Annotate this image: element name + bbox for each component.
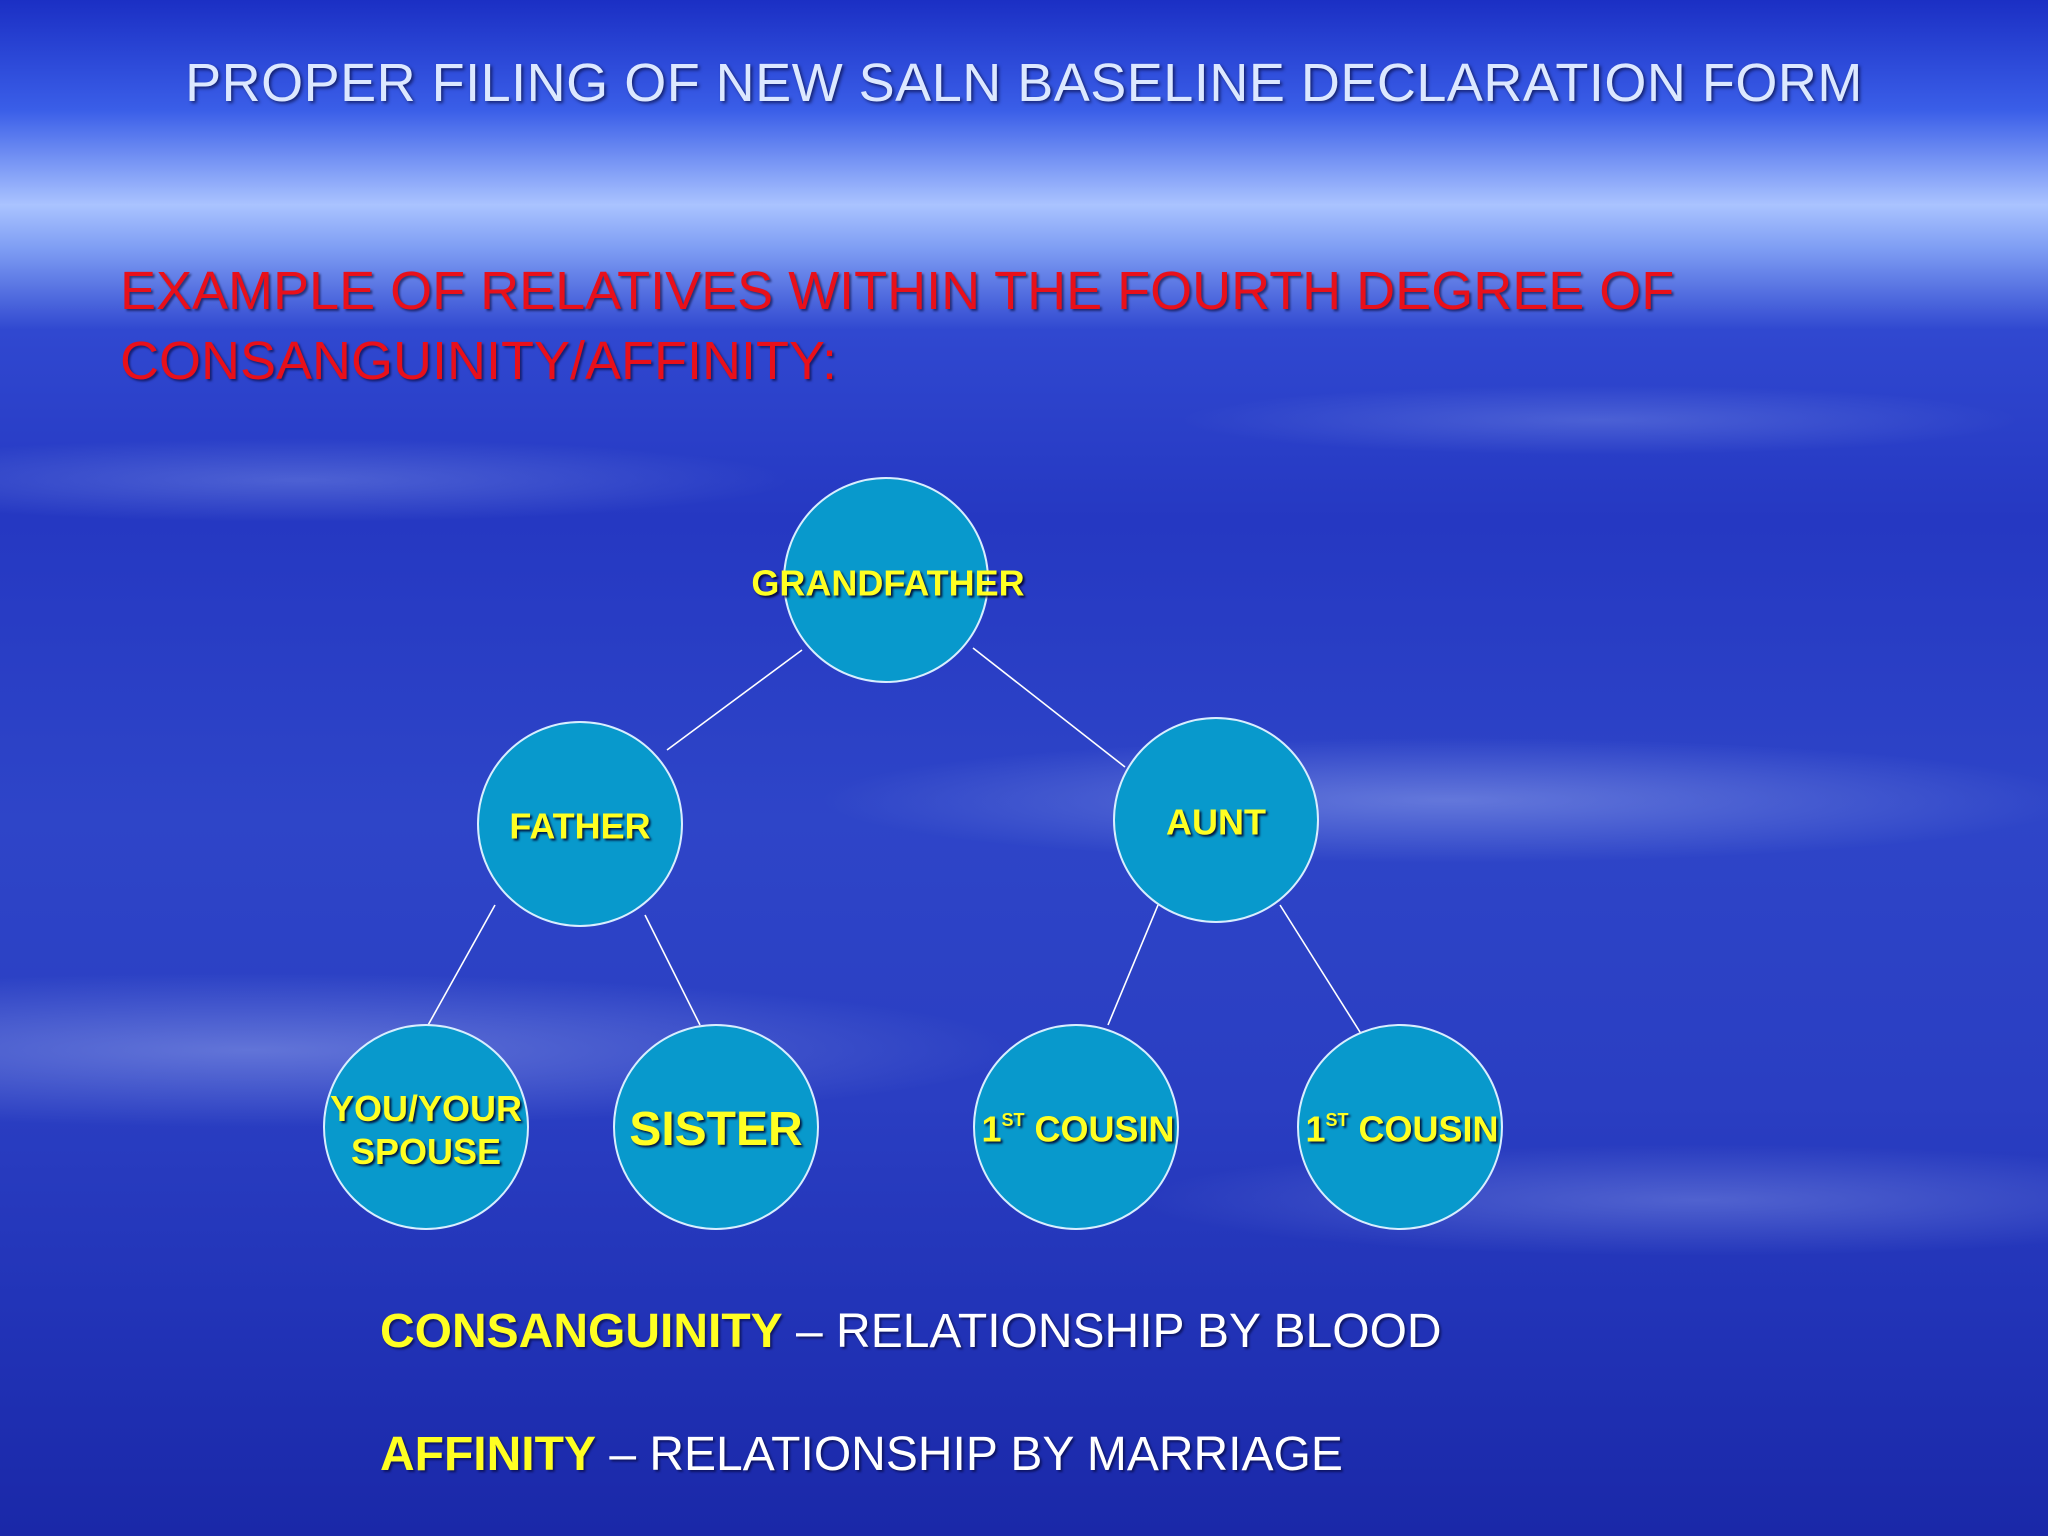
you-spouse-label-line-1: YOU/YOUR bbox=[329, 1087, 523, 1129]
father-label: FATHER bbox=[509, 805, 651, 847]
cousin-2-ordinal: 1 bbox=[1305, 1108, 1326, 1150]
cousin-2-label: 1ST COUSIN bbox=[1305, 1107, 1498, 1150]
subtitle-line-1: EXAMPLE OF RELATIVES WITHIN THE FOURTH D… bbox=[120, 261, 1675, 321]
node-cousin-2 bbox=[1297, 1024, 1503, 1230]
cousin-2-ordinal-suffix: ST bbox=[1325, 1110, 1349, 1131]
legend-consanguinity: CONSANGUINITY – RELATIONSHIP BY BLOOD bbox=[380, 1304, 1442, 1359]
node-grandfather bbox=[783, 477, 989, 683]
cousin-1-label: 1ST COUSIN bbox=[981, 1107, 1174, 1150]
grandfather-label: GRANDFATHER bbox=[751, 562, 1025, 604]
connector-grandfather-aunt bbox=[972, 647, 1126, 768]
node-cousin-1 bbox=[973, 1024, 1179, 1230]
connector-father-sister bbox=[644, 914, 701, 1026]
sister-label: SISTER bbox=[629, 1103, 803, 1157]
node-sister bbox=[613, 1024, 819, 1230]
subtitle-line-2: CONSANGUINITY/AFFINITY: bbox=[120, 331, 838, 391]
connector-father-you bbox=[426, 904, 496, 1028]
legend-affinity: AFFINITY – RELATIONSHIP BY MARRIAGE bbox=[380, 1427, 1343, 1482]
node-father bbox=[477, 721, 683, 927]
you-spouse-label-line-2: SPOUSE bbox=[350, 1131, 502, 1172]
cousin-1-ordinal-suffix: ST bbox=[1001, 1110, 1025, 1131]
cousin-1-ordinal: 1 bbox=[981, 1108, 1002, 1150]
consanguinity-definition: – RELATIONSHIP BY BLOOD bbox=[782, 1305, 1442, 1358]
node-aunt bbox=[1113, 717, 1319, 923]
connector-aunt-cousin2 bbox=[1279, 904, 1366, 1041]
aunt-label: AUNT bbox=[1166, 801, 1266, 843]
you-spouse-label: YOU/YOUR SPOUSE bbox=[330, 1087, 522, 1173]
affinity-definition: – RELATIONSHIP BY MARRIAGE bbox=[595, 1428, 1343, 1481]
slide-title: PROPER FILING OF NEW SALN BASELINE DECLA… bbox=[185, 53, 1863, 113]
node-you-spouse bbox=[323, 1024, 529, 1230]
cousin-1-text: COUSIN bbox=[1024, 1108, 1175, 1150]
connector-grandfather-father bbox=[666, 649, 803, 751]
cousin-2-text: COUSIN bbox=[1348, 1108, 1499, 1150]
affinity-term: AFFINITY bbox=[380, 1428, 596, 1481]
connector-aunt-cousin1 bbox=[1107, 904, 1159, 1026]
slide-subtitle: EXAMPLE OF RELATIVES WITHIN THE FOURTH D… bbox=[120, 256, 1920, 396]
consanguinity-term: CONSANGUINITY bbox=[380, 1305, 783, 1358]
